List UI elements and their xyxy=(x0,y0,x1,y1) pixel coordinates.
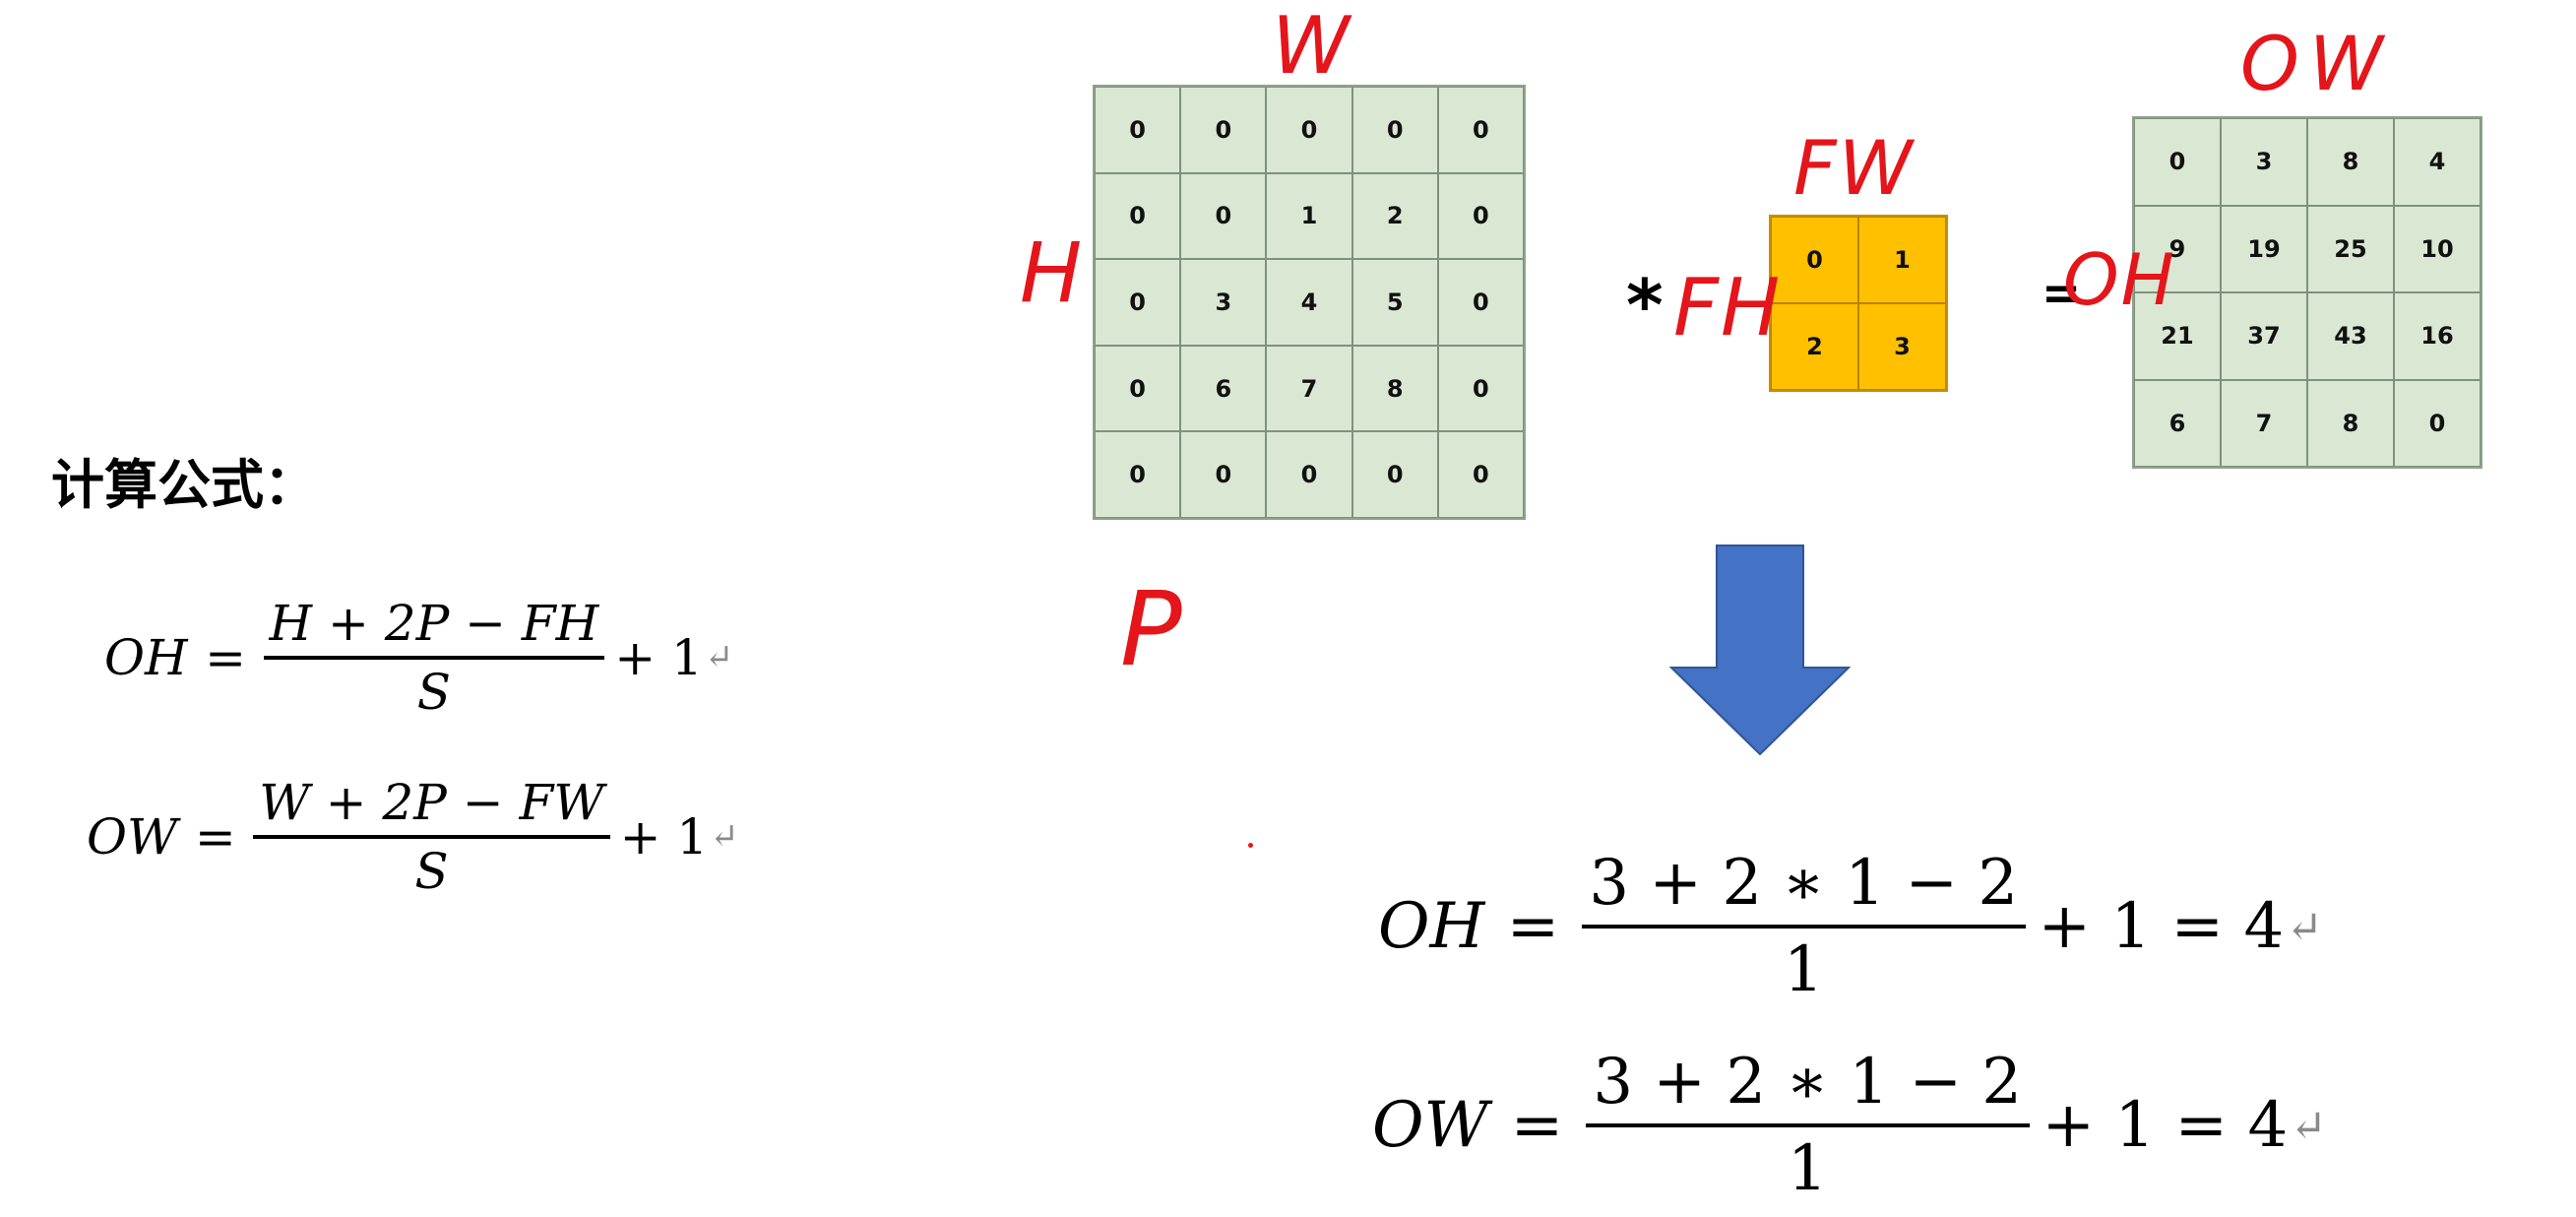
matrix-cell: 16 xyxy=(2394,292,2481,380)
matrix-cell: 25 xyxy=(2307,205,2394,292)
equals-sign: = xyxy=(1510,1089,1564,1163)
denominator: S xyxy=(416,664,451,721)
equals-operator: = xyxy=(2042,266,2082,321)
formula-lhs: OH xyxy=(104,629,188,686)
convolution-operator: * xyxy=(1626,264,1664,347)
matrix-cell: 0 xyxy=(1180,431,1267,518)
matrix-cell: 3 xyxy=(1180,259,1267,346)
fraction-bar xyxy=(1585,1123,2030,1128)
matrix-cell: 3 xyxy=(1858,303,1946,390)
matrix-cell: 7 xyxy=(1266,345,1352,432)
equals-sign: = xyxy=(205,629,247,686)
annotation-fh: FH xyxy=(1673,262,1783,353)
return-mark-icon: ↵ xyxy=(2286,900,2323,953)
numerator: W + 2P − FW xyxy=(259,774,604,831)
formula-oh-general: OH = H + 2P − FH S + 1 ↵ xyxy=(104,595,733,721)
section-title: 计算公式： xyxy=(51,454,317,516)
matrix-cell: 6 xyxy=(2134,379,2221,467)
matrix-cell: 8 xyxy=(2307,379,2394,467)
fraction: H + 2P − FH S xyxy=(263,595,605,721)
matrix-cell: 0 xyxy=(1437,431,1524,518)
annotation-oh: OH xyxy=(2063,238,2176,321)
matrix-cell: 0 xyxy=(1095,87,1181,173)
annotation-ow: OW xyxy=(2240,20,2393,107)
fraction-bar xyxy=(263,656,605,660)
matrix-cell: 7 xyxy=(2221,379,2307,467)
matrix-cell: 0 xyxy=(2394,379,2481,467)
denominator: 1 xyxy=(1787,1132,1828,1206)
matrix-cell: 21 xyxy=(2134,292,2221,380)
stray-dot xyxy=(1248,843,1253,848)
formula-tail: + 1 = 4 xyxy=(2042,1089,2289,1163)
fraction: W + 2P − FW S xyxy=(253,774,610,900)
matrix-cell: 8 xyxy=(2307,118,2394,206)
fraction-bar xyxy=(253,835,610,839)
return-mark-icon: ↵ xyxy=(710,817,739,857)
formula-ow-worked: OW = 3 + 2 ∗ 1 − 2 1 + 1 = 4 ↵ xyxy=(1372,1046,2327,1205)
matrix-cell: 10 xyxy=(2394,205,2481,292)
matrix-cell: 9 xyxy=(2134,205,2221,292)
matrix-cell: 5 xyxy=(1351,259,1438,346)
annotation-p: P xyxy=(1120,569,1184,689)
matrix-cell: 0 xyxy=(1351,87,1438,173)
formula-lhs: OW xyxy=(1372,1089,1489,1163)
equals-sign: = xyxy=(194,808,236,865)
matrix-cell: 0 xyxy=(1095,345,1181,432)
matrix-cell: 0 xyxy=(1437,87,1524,173)
numerator: 3 + 2 ∗ 1 − 2 xyxy=(1593,1046,2023,1119)
matrix-cell: 0 xyxy=(1095,172,1181,260)
return-mark-icon: ↵ xyxy=(704,638,734,677)
matrix-cell: 0 xyxy=(1437,172,1524,260)
matrix-cell: 0 xyxy=(1180,172,1267,260)
matrix-cell: 0 xyxy=(2134,118,2221,206)
formula-lhs: OW xyxy=(87,808,178,865)
matrix-cell: 2 xyxy=(1351,172,1438,260)
formula-tail: + 1 xyxy=(619,808,709,865)
matrix-cell: 37 xyxy=(2221,292,2307,380)
matrix-cell: 0 xyxy=(1095,431,1181,518)
matrix-cell: 0 xyxy=(1095,259,1181,346)
return-mark-icon: ↵ xyxy=(2290,1099,2327,1152)
numerator: 3 + 2 ∗ 1 − 2 xyxy=(1589,847,2019,920)
matrix-cell: 0 xyxy=(1437,259,1524,346)
formula-tail: + 1 = 4 xyxy=(2038,890,2285,964)
formula-tail: + 1 xyxy=(614,629,703,686)
matrix-cell: 6 xyxy=(1180,345,1267,432)
matrix-cell: 8 xyxy=(1351,345,1438,432)
matrix-cell: 43 xyxy=(2307,292,2394,380)
fraction: 3 + 2 ∗ 1 − 2 1 xyxy=(1585,1046,2030,1206)
matrix-cell: 0 xyxy=(1437,345,1524,432)
matrix-cell: 0 xyxy=(1266,87,1352,173)
formula-ow-general: OW = W + 2P − FW S + 1 ↵ xyxy=(87,774,739,900)
numerator: H + 2P − FH xyxy=(269,595,599,652)
denominator: S xyxy=(414,843,449,900)
matrix-cell: 1 xyxy=(1858,217,1946,303)
matrix-cell: 1 xyxy=(1266,172,1352,260)
annotation-fw: FW xyxy=(1793,124,1915,212)
matrix-cell: 3 xyxy=(2221,118,2307,206)
fraction-bar xyxy=(1581,925,2026,929)
matrix-cell: 0 xyxy=(1266,431,1352,518)
matrix-cell: 0 xyxy=(1771,217,1858,303)
annotation-h: H xyxy=(1020,224,1085,321)
matrix-cell: 4 xyxy=(1266,259,1352,346)
denominator: 1 xyxy=(1783,933,1824,1007)
fraction: 3 + 2 ∗ 1 − 2 1 xyxy=(1581,847,2026,1007)
matrix-cell: 0 xyxy=(1351,431,1438,518)
down-arrow-icon xyxy=(1669,544,1851,756)
formula-lhs: OH xyxy=(1378,890,1485,964)
annotation-w: W xyxy=(1272,0,1352,92)
matrix-cell: 19 xyxy=(2221,205,2307,292)
formula-oh-worked: OH = 3 + 2 ∗ 1 − 2 1 + 1 = 4 ↵ xyxy=(1378,847,2323,1006)
matrix-cell: 2 xyxy=(1771,303,1858,390)
matrix-cell: 4 xyxy=(2394,118,2481,206)
matrix-cell: 0 xyxy=(1180,87,1267,173)
equals-sign: = xyxy=(1506,890,1560,964)
